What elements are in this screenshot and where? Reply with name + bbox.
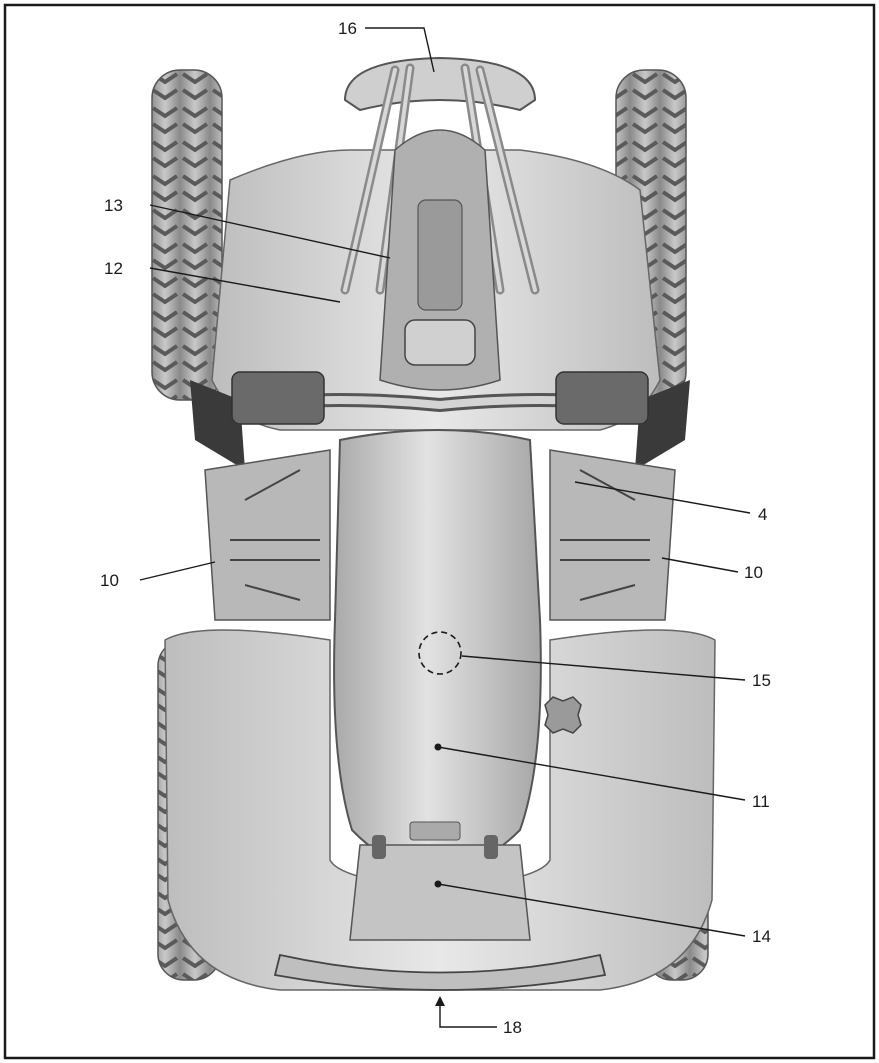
callout-18: 18	[503, 1018, 522, 1037]
gauge-cluster	[405, 320, 475, 365]
callout-10-right: 10	[744, 563, 763, 582]
left-footrest	[205, 450, 330, 620]
callout-16: 16	[338, 19, 357, 38]
callout-14: 14	[752, 927, 771, 946]
right-footrest	[550, 450, 675, 620]
rear-tiedown-right	[484, 835, 498, 859]
rear-storage	[350, 845, 530, 940]
atv-illustration	[152, 58, 715, 990]
callout-11: 11	[752, 792, 770, 811]
seat	[334, 430, 541, 870]
callout-15: 15	[752, 671, 771, 690]
callout-12: 12	[104, 259, 123, 278]
callout-13: 13	[104, 196, 123, 215]
rear-tiedown-left	[372, 835, 386, 859]
storage-compartment	[418, 200, 462, 310]
front-left-tire	[152, 70, 222, 400]
left-handguard	[232, 372, 324, 424]
callout-4: 4	[758, 505, 767, 524]
callout-10-left: 10	[100, 571, 119, 590]
fuel-cap	[545, 697, 581, 733]
right-handguard	[556, 372, 648, 424]
